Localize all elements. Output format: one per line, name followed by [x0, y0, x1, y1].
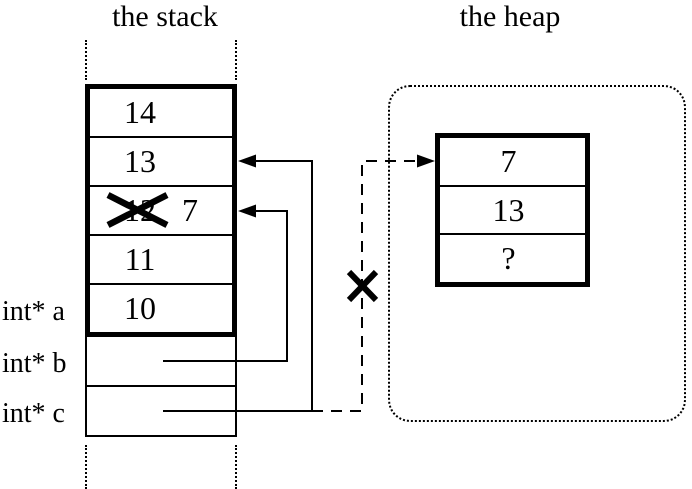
heap-cell: ? — [440, 233, 585, 282]
stack-cell-overwritten: 12 7 — [90, 185, 232, 234]
stack-cell-value: 11 — [124, 241, 156, 277]
heap-cell: 7 — [440, 138, 585, 185]
stack-boundary-dotted-line-top-right — [235, 40, 237, 80]
stack-title: the stack — [112, 0, 218, 33]
invalid-pointer-x-icon — [346, 269, 379, 303]
heap-title: the heap — [459, 0, 561, 33]
pointer-slot-b-cell — [87, 337, 235, 387]
heap-block-box: 7 13 ? — [435, 133, 590, 287]
label-int-b: int* b — [2, 348, 67, 379]
label-int-c: int* c — [2, 398, 65, 429]
pointer-slot-c-cell — [87, 387, 235, 435]
stack-boundary-dotted-line-top-left — [85, 40, 87, 80]
left-arrowhead-icon — [238, 204, 256, 218]
heap-cell: 13 — [440, 184, 585, 234]
stack-cell-value: 14 — [124, 94, 156, 130]
pointer-slots-box — [85, 337, 237, 437]
stack-boundary-dotted-line-bottom-right — [235, 445, 237, 489]
heap-cell-value: 7 — [500, 142, 517, 179]
heap-cell-value: ? — [501, 240, 516, 277]
stack-cell-new-value: 7 — [182, 192, 198, 228]
stack-cell: 10 — [90, 283, 232, 332]
stack-boundary-dotted-line-bottom-left — [85, 445, 87, 489]
stack-cell: 14 — [90, 89, 232, 136]
stack-cell-value: 10 — [124, 290, 156, 326]
label-int-a: int* a — [2, 296, 65, 327]
stack-cell: 13 — [90, 136, 232, 185]
stack-cell-old-value: 12 — [124, 192, 156, 228]
stack-frame-box: 14 13 12 7 11 10 — [85, 84, 237, 337]
heap-cell-value: 13 — [492, 191, 525, 228]
left-arrowhead-icon — [238, 154, 256, 168]
stack-cell: 11 — [90, 234, 232, 283]
stack-cell-value: 13 — [124, 143, 156, 179]
